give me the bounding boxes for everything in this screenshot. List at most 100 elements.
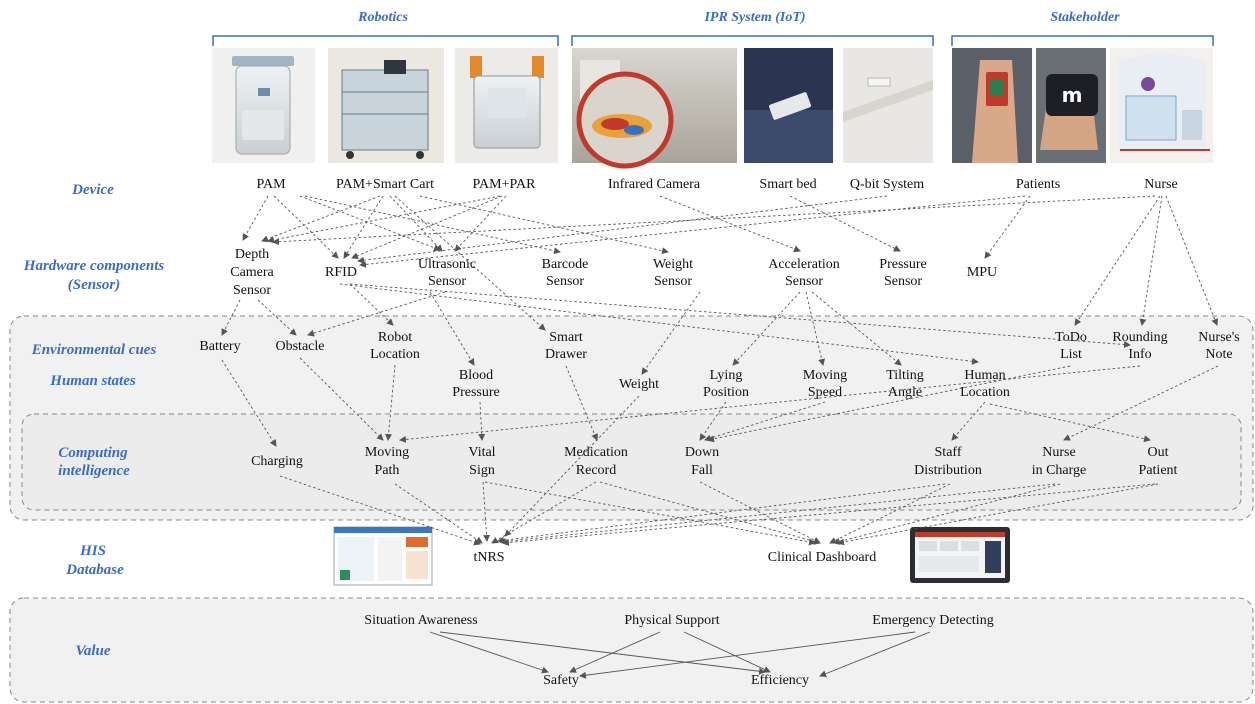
row-label-device: Device bbox=[71, 182, 114, 198]
row-label-intelligence: intelligence bbox=[58, 463, 130, 479]
cue-nurses-note-1: Nurse's bbox=[1198, 330, 1239, 345]
value-safety: Safety bbox=[543, 673, 579, 688]
compute-out-patient-1: Out bbox=[1148, 445, 1169, 460]
state-weight: Weight bbox=[619, 377, 659, 392]
value-physical-support: Physical Support bbox=[624, 613, 719, 628]
sensor-acceleration-1: Acceleration bbox=[768, 257, 840, 272]
infrared-camera-photo bbox=[572, 48, 737, 169]
state-human-location-2: Location bbox=[960, 385, 1010, 400]
compute-medication-record-2: Record bbox=[576, 463, 616, 478]
sensor-barcode-1: Barcode bbox=[542, 257, 589, 272]
device-infrared-camera: Infrared Camera bbox=[608, 177, 701, 192]
clinical-dashboard-screenshot bbox=[910, 527, 1010, 583]
compute-staff-distribution-1: Staff bbox=[935, 445, 962, 460]
pam-par-photo bbox=[455, 48, 558, 163]
nurse-station-illustration bbox=[1110, 48, 1213, 163]
state-human-location-1: Human bbox=[964, 368, 1005, 383]
row-label-hardware: Hardware components bbox=[23, 258, 165, 274]
cue-todo-list-2: List bbox=[1060, 347, 1082, 362]
sensor-rfid: RFID bbox=[325, 265, 357, 280]
sensor-depth-camera-3: Sensor bbox=[233, 283, 271, 298]
ipr-brace bbox=[571, 35, 934, 46]
compute-down-fall-2: Fall bbox=[691, 463, 713, 478]
compute-vital-sign-1: Vital bbox=[468, 445, 495, 460]
patient-wristband-photo: m bbox=[1036, 48, 1106, 163]
sensor-ultrasonic-2: Sensor bbox=[428, 274, 466, 289]
state-blood-pressure-2: Pressure bbox=[452, 385, 499, 400]
cue-smart-drawer-1: Smart bbox=[549, 330, 583, 345]
computing-panel bbox=[21, 413, 1242, 511]
value-emergency-detecting: Emergency Detecting bbox=[872, 613, 993, 628]
row-label-his: HIS bbox=[79, 543, 106, 559]
patient-wearable-photo bbox=[952, 48, 1032, 163]
cue-nurses-note-2: Note bbox=[1205, 347, 1232, 362]
compute-nurse-in-charge-1: Nurse bbox=[1042, 445, 1075, 460]
sensor-weight-2: Sensor bbox=[654, 274, 692, 289]
sensor-mpu: MPU bbox=[967, 265, 997, 280]
value-panel bbox=[9, 597, 1254, 703]
state-lying-position-1: Lying bbox=[710, 368, 743, 383]
tnrs-screenshot bbox=[333, 526, 433, 586]
category-ipr: IPR System (IoT) bbox=[703, 10, 805, 25]
compute-out-patient-2: Patient bbox=[1139, 463, 1178, 478]
stakeholder-brace bbox=[951, 35, 1214, 46]
compute-down-fall-1: Down bbox=[685, 445, 719, 460]
row-label-human: Human states bbox=[49, 373, 136, 389]
compute-medication-record-1: Medication bbox=[564, 445, 628, 460]
row-label-env: Environmental cues bbox=[31, 342, 157, 358]
state-moving-speed-1: Moving bbox=[803, 368, 847, 383]
cue-rounding-info-2: Info bbox=[1128, 347, 1151, 362]
compute-nurse-in-charge-2: in Charge bbox=[1032, 463, 1087, 478]
compute-moving-path-2: Path bbox=[375, 463, 400, 478]
state-moving-speed-2: Speed bbox=[808, 385, 842, 400]
value-situation-awareness: Situation Awareness bbox=[364, 613, 477, 628]
compute-vital-sign-2: Sign bbox=[469, 463, 495, 478]
pam-robot-photo bbox=[212, 48, 315, 163]
compute-charging: Charging bbox=[251, 454, 303, 469]
compute-moving-path-1: Moving bbox=[365, 445, 409, 460]
sensor-pressure-1: Pressure bbox=[879, 257, 926, 272]
sensor-weight-1: Weight bbox=[653, 257, 693, 272]
row-label-database: Database bbox=[65, 562, 124, 578]
qbit-system-photo bbox=[843, 48, 933, 163]
cue-smart-drawer-2: Drawer bbox=[545, 347, 587, 362]
category-robotics: Robotics bbox=[357, 10, 408, 25]
cue-rounding-info-1: Rounding bbox=[1112, 330, 1167, 345]
state-lying-position-2: Position bbox=[703, 385, 749, 400]
device-patients: Patients bbox=[1016, 177, 1060, 192]
sensor-ultrasonic-1: Ultrasonic bbox=[418, 257, 476, 272]
cue-robot-location-1: Robot bbox=[378, 330, 412, 345]
connector-arrows bbox=[221, 195, 1219, 679]
state-tilting-angle-2: Angle bbox=[888, 385, 922, 400]
cue-robot-location-2: Location bbox=[370, 347, 420, 362]
value-efficiency: Efficiency bbox=[751, 673, 809, 688]
cue-battery: Battery bbox=[199, 339, 240, 354]
row-label-value: Value bbox=[75, 643, 110, 659]
sensor-barcode-2: Sensor bbox=[546, 274, 584, 289]
robotics-brace bbox=[212, 35, 559, 46]
row-label-computing: Computing bbox=[58, 445, 128, 461]
row-label-hardware-sensor: (Sensor) bbox=[68, 277, 121, 293]
state-tilting-angle-1: Tilting bbox=[886, 368, 924, 383]
sensor-acceleration-2: Sensor bbox=[785, 274, 823, 289]
sensor-depth-camera-1: Depth bbox=[235, 247, 269, 262]
category-stakeholder: Stakeholder bbox=[1050, 10, 1120, 25]
compute-staff-distribution-2: Distribution bbox=[914, 463, 982, 478]
device-qbit-system: Q-bit System bbox=[850, 177, 924, 192]
cue-obstacle: Obstacle bbox=[276, 339, 325, 354]
sensor-depth-camera-2: Camera bbox=[230, 265, 274, 280]
state-blood-pressure-1: Blood bbox=[459, 368, 493, 383]
device-smart-bed: Smart bed bbox=[759, 177, 816, 192]
cue-todo-list-1: ToDo bbox=[1055, 330, 1087, 345]
device-pam-par: PAM+PAR bbox=[473, 177, 537, 192]
his-tnrs: tNRS bbox=[473, 550, 504, 565]
device-nurse: Nurse bbox=[1144, 177, 1177, 192]
smart-bed-photo bbox=[744, 48, 833, 163]
sensor-pressure-2: Sensor bbox=[884, 274, 922, 289]
his-clinical-dashboard: Clinical Dashboard bbox=[768, 550, 876, 565]
device-pam-smart-cart: PAM+Smart Cart bbox=[336, 177, 434, 192]
device-pam: PAM bbox=[256, 177, 286, 192]
pam-smart-cart-photo bbox=[328, 48, 444, 163]
svg-text:m: m bbox=[1062, 83, 1083, 107]
